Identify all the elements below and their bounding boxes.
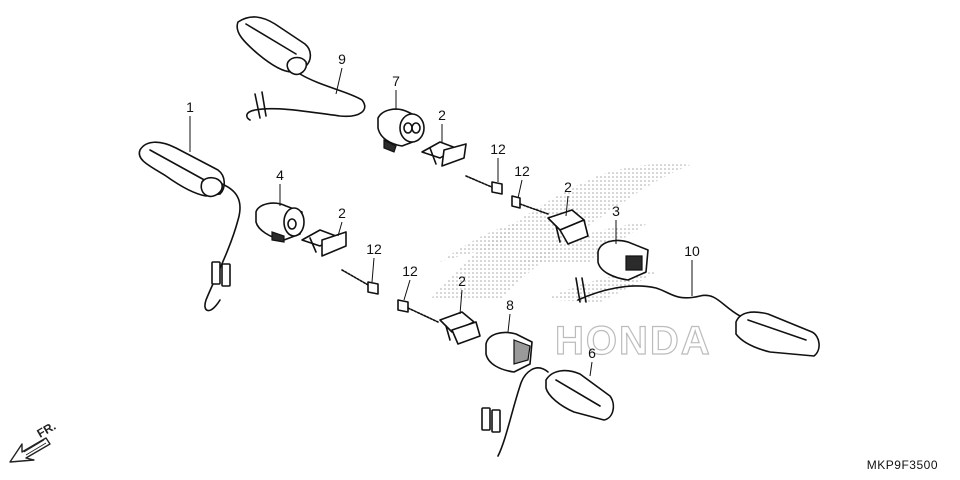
callout-2a: 2 [438,107,446,123]
winker-assembly-9 [236,16,366,121]
callout-12b: 12 [514,163,530,179]
rubber-mount-7 [377,108,425,153]
leader-lines [189,67,693,377]
bolt-12b [511,195,549,215]
bolt-12c [341,269,379,295]
callout-3: 3 [612,203,620,219]
callout-labels: 1 2 2 2 2 3 4 6 7 8 9 10 12 12 12 12 [186,51,700,361]
winker-stay-2c [547,209,589,245]
callout-9: 9 [338,51,346,67]
honda-logo-text: HONDA [555,319,712,363]
front-arrow-icon [9,437,51,463]
winker-assembly-10 [575,277,820,357]
callout-2c: 2 [564,179,572,195]
front-direction-indicator: FR. [9,419,59,463]
rubber-mount-3 [597,239,649,281]
winker-stay-2d [439,311,481,345]
callout-10: 10 [684,243,700,259]
callout-4: 4 [276,167,284,183]
callout-12a: 12 [490,141,506,157]
callout-12c: 12 [366,241,382,257]
rubber-mount-8 [485,331,533,373]
winker-stay-2b [301,229,347,257]
front-direction-label: FR. [35,419,59,441]
bolt-12d [397,299,439,323]
diagram-code: MKP9F3500 [866,458,938,472]
winker-stay-2a [421,141,467,167]
callout-8: 8 [506,297,514,313]
callout-7: 7 [392,73,400,89]
callout-2b: 2 [338,205,346,221]
callout-1: 1 [186,99,194,115]
callout-12d: 12 [402,263,418,279]
winker-assembly-1 [138,141,241,312]
callout-6: 6 [588,345,596,361]
honda-wing-watermark: HONDA [430,163,712,364]
rubber-mount-4 [255,202,305,243]
winker-assembly-6 [481,367,615,457]
callout-2d: 2 [458,273,466,289]
bolt-12a [465,175,503,195]
